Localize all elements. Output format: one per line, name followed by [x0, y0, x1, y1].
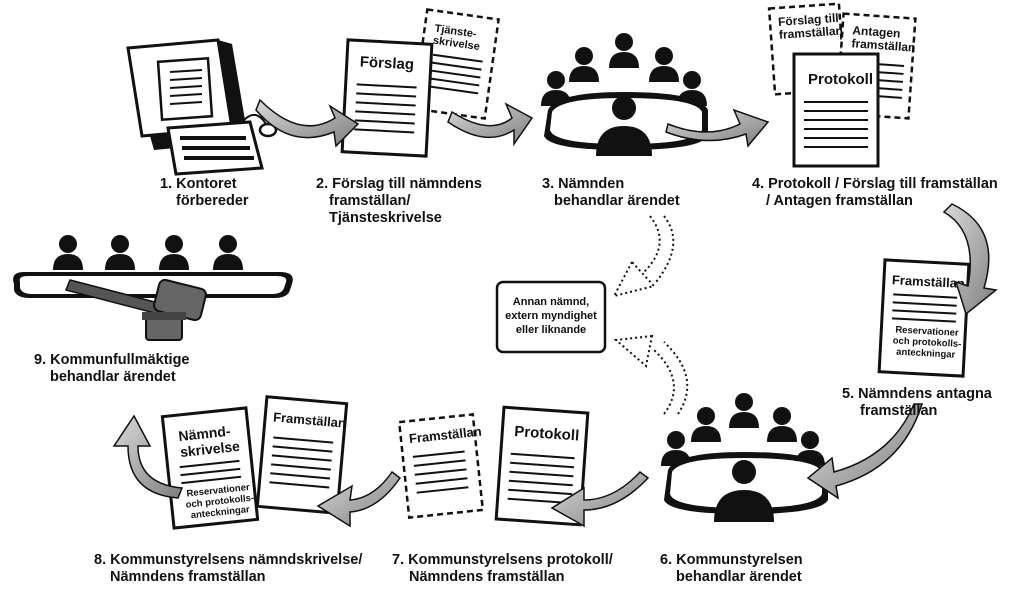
step-7-caption: 7. Kommunstyrelsens protokoll/ Nämndens …: [392, 552, 613, 586]
document-icon-tjansteskrivelse: Tjänste- skrivelse: [411, 8, 501, 120]
doc-label-framstallan-5: Framställan: [892, 272, 966, 291]
step-1-line-1: 1. Kontoret: [160, 176, 237, 192]
step-2-caption: 2. Förslag till nämndens framställan/ Tj…: [316, 176, 482, 227]
document-icon-protokoll-7: Protokoll: [494, 405, 590, 527]
step-6-line-2: behandlar ärendet: [676, 569, 802, 585]
keyboard-icon: [166, 120, 264, 176]
meeting-table-icon-6: [661, 393, 828, 522]
doc-label-namnd-2: skrivelse: [179, 438, 241, 460]
step-1-line-2: förbereder: [176, 193, 249, 209]
document-icon-framstallan-8: Framställan: [255, 395, 349, 515]
dotted-arrow-icon-from-3: [612, 215, 675, 298]
meeting-table-icon: [541, 33, 708, 156]
step-3-line-1: 3. Nämnden: [542, 176, 625, 192]
document-icon-forslag: Förslag: [340, 38, 434, 158]
curved-arrow-icon-1-2: [255, 98, 360, 148]
external-box-line-1: Annan nämnd,: [513, 296, 589, 308]
mouse-icon: [243, 113, 278, 138]
step-9-line-1: 9. Kommunfullmäktige: [34, 352, 190, 368]
step-9-line-2: behandlar ärendet: [50, 369, 176, 385]
doc-label-forslag-till-1: Förslag till: [778, 11, 840, 29]
gavel-icon: [64, 278, 207, 341]
external-box-line-3: eller liknande: [516, 324, 586, 336]
doc-label-forslag-till-2: framställan: [778, 23, 843, 41]
step-6-line-1: 6. Kommunstyrelsen: [660, 552, 803, 568]
curved-arrow-icon-2-3: [447, 102, 534, 147]
step-8-line-1: 8. Kommunstyrelsens nämndskrivelse/: [94, 552, 363, 568]
step-4-line-1: 4. Protokoll / Förslag till framställan: [752, 176, 998, 192]
doc-label-namnd-1: Nämnd-: [178, 423, 232, 444]
external-box-line-2: extern myndighet: [505, 310, 597, 322]
curved-arrow-icon-8-9: [112, 414, 184, 499]
document-icon-namndskrivelse: Nämnd- skrivelse Reservationer och proto…: [160, 406, 260, 530]
curved-arrow-icon-3-4: [665, 108, 770, 148]
doc-label-framstallan-8: Framställan: [273, 409, 347, 430]
curved-arrow-icon-6-7: [550, 470, 650, 528]
doc-label-reservationer-5-2: och protokolls-: [892, 335, 961, 350]
step-5-line-2: framställan: [860, 403, 938, 419]
dotted-arrow-icon-from-6: [613, 334, 689, 415]
step-8-line-2: Nämndens framställan: [110, 569, 266, 585]
step-2-line-2: framställan/: [329, 193, 411, 209]
curved-arrow-icon-4-5: [942, 203, 998, 316]
curved-arrow-icon-5-6: [806, 403, 924, 500]
document-icon-framstallan-7: Framställan: [397, 413, 485, 519]
step-2-line-1: 2. Förslag till nämndens: [316, 176, 482, 192]
step-9-caption: 9. Kommunfullmäktige behandlar ärendet: [34, 352, 190, 386]
step-6-caption: 6. Kommunstyrelsen behandlar ärendet: [660, 552, 803, 586]
document-icon-protokoll: Protokoll: [792, 52, 880, 168]
step-5-line-1: 5. Nämndens antagna: [842, 386, 992, 402]
external-box: Annan nämnd, extern myndighet eller likn…: [495, 280, 607, 354]
doc-label-antagen-1: Antagen: [852, 23, 901, 40]
doc-label-antagen-2: framställan: [851, 36, 916, 54]
step-8-caption: 8. Kommunstyrelsens nämndskrivelse/ Nämn…: [94, 552, 362, 586]
step-7-line-1: 7. Kommunstyrelsens protokoll/: [392, 552, 613, 568]
doc-label-reservationer-5-1: Reservationer: [895, 325, 959, 339]
doc-label-reservationer-5-3: anteckningar: [896, 347, 956, 361]
doc-label-protokoll-7: Protokoll: [514, 423, 580, 444]
step-1-caption: 1. Kontoret förbereder: [160, 176, 249, 210]
curved-arrow-icon-7-8: [316, 470, 402, 528]
doc-label-forslag: Förslag: [359, 54, 414, 74]
step-5-caption: 5. Nämndens antagna framställan: [842, 386, 992, 420]
document-icon-antagen-framstallan-5: Framställan Reservationer och protokolls…: [877, 258, 971, 378]
step-4-line-2: / Antagen framställan: [766, 193, 913, 209]
step-3-line-2: behandlar ärendet: [554, 193, 680, 209]
step-7-line-2: Nämndens framställan: [409, 569, 565, 585]
step-4-caption: 4. Protokoll / Förslag till framställan …: [752, 176, 998, 210]
step-2-line-3: Tjänsteskrivelse: [329, 210, 442, 226]
step-3-caption: 3. Nämnden behandlar ärendet: [538, 176, 680, 210]
doc-label-protokoll: Protokoll: [808, 71, 873, 88]
council-bench-icon: [13, 235, 293, 298]
doc-label-tjanste-1: Tjänste-: [434, 23, 478, 41]
